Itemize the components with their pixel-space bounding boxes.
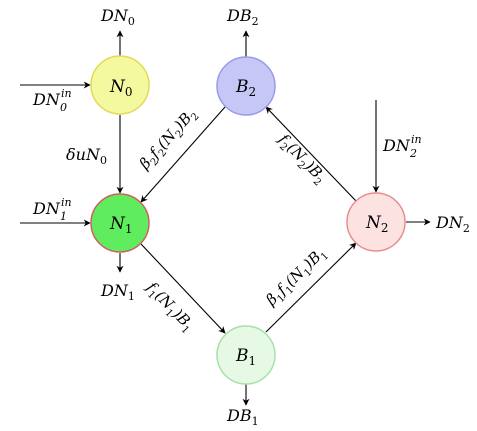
edge-b1-n2 [265, 242, 357, 333]
node-n1-label: N1 [109, 214, 133, 236]
label-dn0-in: DN 0 in [32, 87, 72, 114]
label-edge-n0-n1: δuN0 [66, 145, 107, 167]
label-dn2-in-sup: in [411, 133, 422, 146]
edge-b2-n1 [140, 106, 226, 203]
node-n2: N2 [346, 192, 406, 252]
node-b2-label: B2 [235, 77, 256, 99]
node-b1-circle [216, 325, 276, 385]
edge-n1-b1 [140, 243, 226, 334]
node-b1-label: B1 [235, 346, 256, 368]
node-n2-circle [346, 192, 406, 252]
label-dn2-in-main: DN [382, 136, 411, 155]
node-b2-circle [216, 56, 276, 116]
node-b1: B1 [216, 325, 276, 385]
node-n1-circle [90, 193, 150, 253]
node-n1: N1 [90, 193, 150, 253]
edge-n2-b2 [265, 106, 357, 202]
label-dn0-in-sub: 0 [60, 101, 67, 114]
node-n0: N0 [90, 55, 150, 115]
label-db1-out: DB1 [226, 406, 259, 428]
node-b2: B2 [216, 56, 276, 116]
label-dn1-in-main: DN [32, 199, 61, 218]
label-dn0-out: DN0 [100, 6, 135, 28]
label-dn1-in-sup: in [61, 196, 72, 209]
label-dn2-in-sub: 2 [409, 147, 417, 160]
label-dn2-out: DN2 [435, 213, 470, 235]
label-db2-out: DB2 [226, 6, 259, 28]
label-dn1-out: DN1 [100, 281, 135, 303]
label-edge-n1-b1: f1(N1)B1 [140, 278, 198, 337]
label-edge-b2-n1: β2f2(N2)B2 [135, 104, 202, 175]
node-n0-label: N0 [109, 77, 133, 99]
edges [20, 30, 431, 406]
label-dn0-in-main: DN [32, 90, 61, 109]
label-dn2-in: DN 2 in [382, 133, 422, 160]
node-n0-circle [90, 55, 150, 115]
label-dn1-in-sub: 1 [60, 210, 67, 223]
node-n2-label: N2 [365, 213, 389, 235]
label-edge-n2-b2: f2(N2)B2 [272, 130, 330, 189]
label-dn0-in-sup: in [61, 87, 72, 100]
label-dn1-in: DN 1 in [32, 196, 72, 223]
